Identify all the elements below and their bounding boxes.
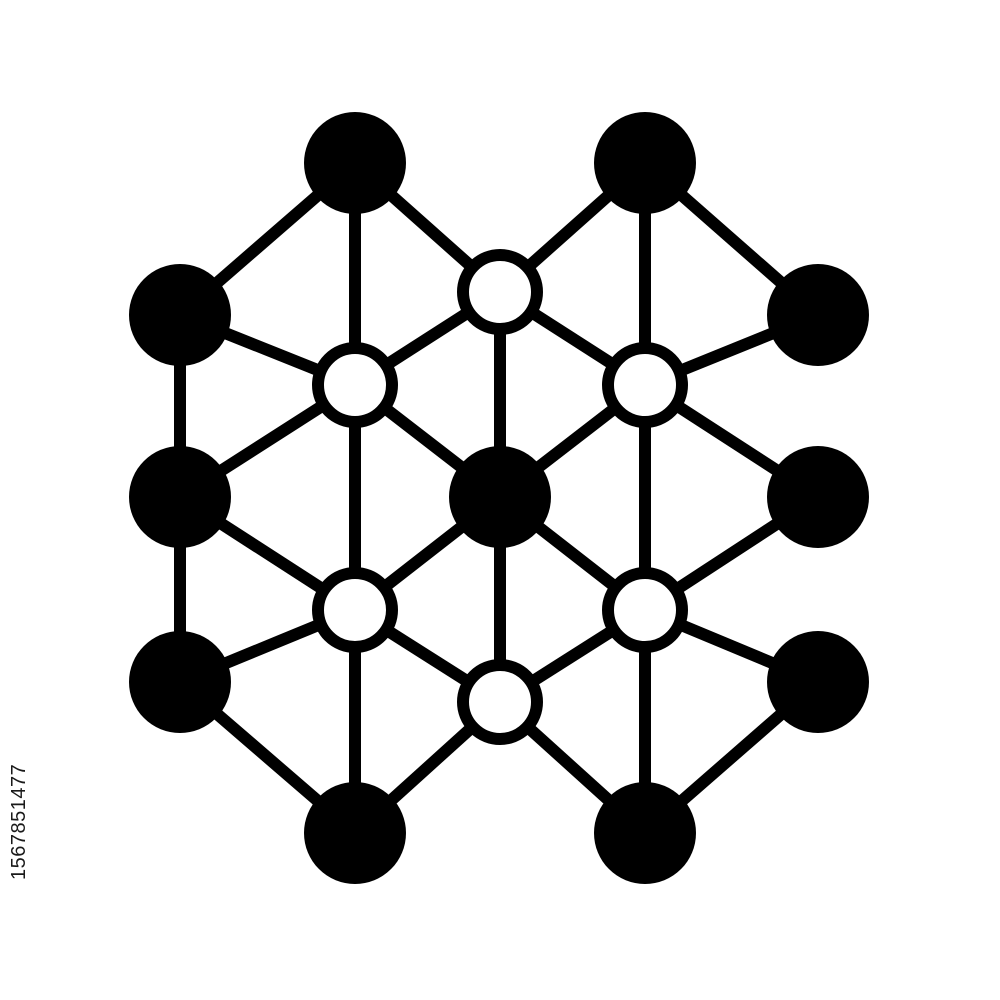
hollow-node bbox=[602, 567, 688, 653]
network-nodes bbox=[129, 112, 869, 884]
filled-node bbox=[767, 264, 869, 366]
hollow-node bbox=[312, 342, 398, 428]
filled-node bbox=[304, 782, 406, 884]
filled-node bbox=[449, 446, 551, 548]
hollow-node bbox=[312, 567, 398, 653]
filled-node bbox=[594, 112, 696, 214]
filled-node bbox=[129, 631, 231, 733]
hollow-node bbox=[457, 659, 543, 745]
filled-node bbox=[304, 112, 406, 214]
hollow-node bbox=[602, 342, 688, 428]
filled-node bbox=[767, 446, 869, 548]
filled-node bbox=[129, 264, 231, 366]
stock-id-watermark: 1567851477 bbox=[8, 763, 30, 880]
filled-node bbox=[594, 782, 696, 884]
hollow-node bbox=[457, 249, 543, 335]
filled-node bbox=[129, 446, 231, 548]
filled-node bbox=[767, 631, 869, 733]
